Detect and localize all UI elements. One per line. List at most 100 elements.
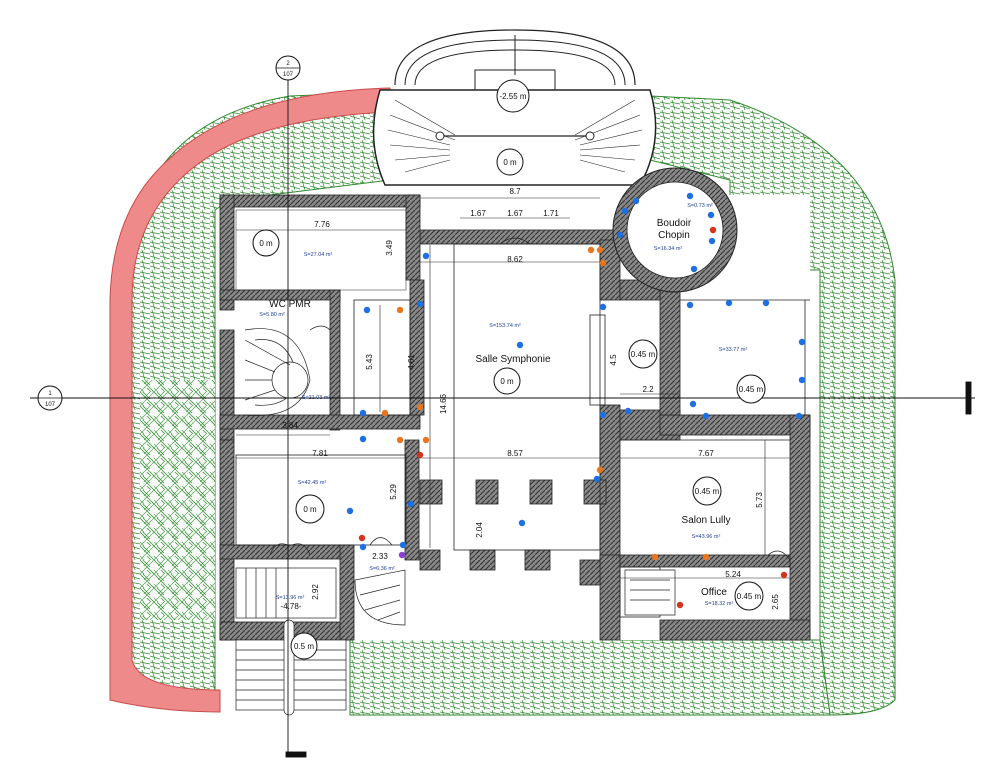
area-labels: S=0.73 m² S=16.34 m² S=27.04 m² S=5.80 m… — [259, 203, 747, 611]
point — [702, 412, 710, 420]
dim-7-67: 7.67 — [698, 449, 714, 458]
point — [690, 265, 698, 273]
level-landing: 0 m — [496, 148, 524, 176]
dim-5-73: 5.73 — [755, 492, 764, 508]
area-boudoir-b: S=16.34 m² — [654, 246, 683, 252]
room-name-salle: Salle Symphonie — [475, 354, 550, 365]
level-stair-top-text: -2.55 m — [499, 92, 526, 101]
point — [358, 534, 366, 542]
point — [422, 436, 430, 444]
room-name-wc: WC PMR — [269, 299, 311, 310]
door-swings — [269, 237, 791, 561]
dim-2-33: 2.33 — [372, 552, 388, 561]
point — [396, 306, 404, 314]
level-top-left: 0 m — [252, 229, 280, 257]
point — [359, 409, 367, 417]
point — [359, 435, 367, 443]
point — [676, 601, 684, 609]
level-stair-top: -2.55 m — [496, 79, 530, 113]
point — [616, 231, 624, 239]
area-hall: S=21.03 m² — [302, 395, 331, 401]
level-left-room: 0 m — [295, 494, 325, 524]
point — [587, 246, 595, 254]
point — [686, 192, 694, 200]
level-left-room-text: 0 m — [303, 505, 317, 514]
level-top-left-text: 0 m — [259, 239, 273, 248]
level-entry-bottom-text: 0.5 m — [294, 642, 314, 651]
point — [593, 475, 601, 483]
point — [398, 551, 406, 559]
point — [762, 299, 770, 307]
section-lines — [30, 60, 975, 758]
level-center-right: 0.45 m — [628, 339, 658, 369]
section-tag-top: 2 107 — [275, 55, 301, 81]
point — [407, 500, 415, 508]
point — [416, 403, 424, 411]
level-center-right-text: 0.45 m — [631, 350, 656, 359]
point — [596, 466, 604, 474]
dim-2-65: 2.65 — [771, 594, 780, 610]
office-stair — [624, 569, 676, 616]
area-right-room: S=33.77 m² — [719, 347, 748, 353]
front-staircase — [372, 29, 657, 186]
dim-7-81: 7.81 — [312, 449, 328, 458]
level-office-text: 0.45 m — [737, 592, 762, 601]
point — [518, 519, 526, 527]
small-stair — [354, 569, 406, 626]
level-salle-text: 0 m — [500, 377, 514, 386]
dim-4-61: 4.61 — [407, 354, 416, 370]
room-names: Boudoir Chopin WC PMR Salle Symphonie Sa… — [269, 218, 730, 598]
room-name-boudoir-1: Boudoir — [657, 218, 692, 229]
area-stair-small: S=6.36 m² — [369, 566, 395, 572]
level-right-room-text: 0.45 m — [739, 385, 764, 394]
section-tag-left: 1 107 — [37, 385, 63, 411]
point — [596, 246, 604, 254]
point — [359, 543, 367, 551]
dim-8-62: 8.62 — [507, 255, 523, 264]
point — [632, 197, 640, 205]
point — [599, 411, 607, 419]
dim-14-66: 14.66 — [439, 393, 448, 414]
area-top-left: S=27.04 m² — [304, 252, 333, 258]
section-tag-left-num: 1 — [48, 391, 52, 397]
point — [599, 303, 607, 311]
point — [363, 306, 371, 314]
area-entry: S=13.96 m² — [276, 595, 305, 601]
spiral-stair-left — [244, 328, 311, 416]
point — [689, 400, 697, 408]
dim-8-7: 8.7 — [509, 187, 521, 196]
dim-2-92: 2.92 — [311, 584, 320, 600]
point — [709, 226, 717, 234]
area-left-room: S=42.45 m² — [298, 480, 327, 486]
dim-3-84: 3.84 — [282, 421, 298, 430]
section-tag-top-num: 2 — [286, 61, 290, 67]
equipment-points — [346, 192, 806, 609]
point — [416, 451, 424, 459]
level-markers: -2.55 m 0 m 0 m 0 m 0.45 m 0.45 m 0 m 0 — [252, 79, 766, 660]
area-salle: S=153.74 m² — [489, 323, 521, 329]
dim-1-67a: 1.67 — [470, 209, 486, 218]
dim-2-04: 2.04 — [475, 522, 484, 538]
point — [798, 376, 806, 384]
level-right-room: 0.45 m — [736, 374, 766, 404]
point — [399, 541, 407, 549]
boudoir-tower — [612, 167, 738, 293]
point — [416, 300, 424, 308]
area-lully: S=43.96 m² — [692, 534, 721, 540]
point — [381, 409, 389, 417]
dim-5-29: 5.29 — [389, 484, 398, 500]
point — [686, 301, 694, 309]
dim-3-49: 3.49 — [385, 240, 394, 256]
level-landing-text: 0 m — [503, 158, 517, 167]
room-name-lully: Salon Lully — [682, 515, 731, 526]
room-name-office: Office — [701, 587, 727, 598]
dim-5-43: 5.43 — [365, 354, 374, 370]
level-salle: 0 m — [493, 367, 521, 395]
terrace-border — [109, 87, 391, 713]
entry-stairs — [235, 567, 347, 716]
dimension-texts: 8.7 1.67 1.67 1.71 7.76 3.49 8.62 5.43 4… — [282, 187, 780, 610]
dim-1-71: 1.71 — [543, 209, 559, 218]
level-office: 0.45 m — [734, 581, 764, 611]
point — [707, 211, 715, 219]
